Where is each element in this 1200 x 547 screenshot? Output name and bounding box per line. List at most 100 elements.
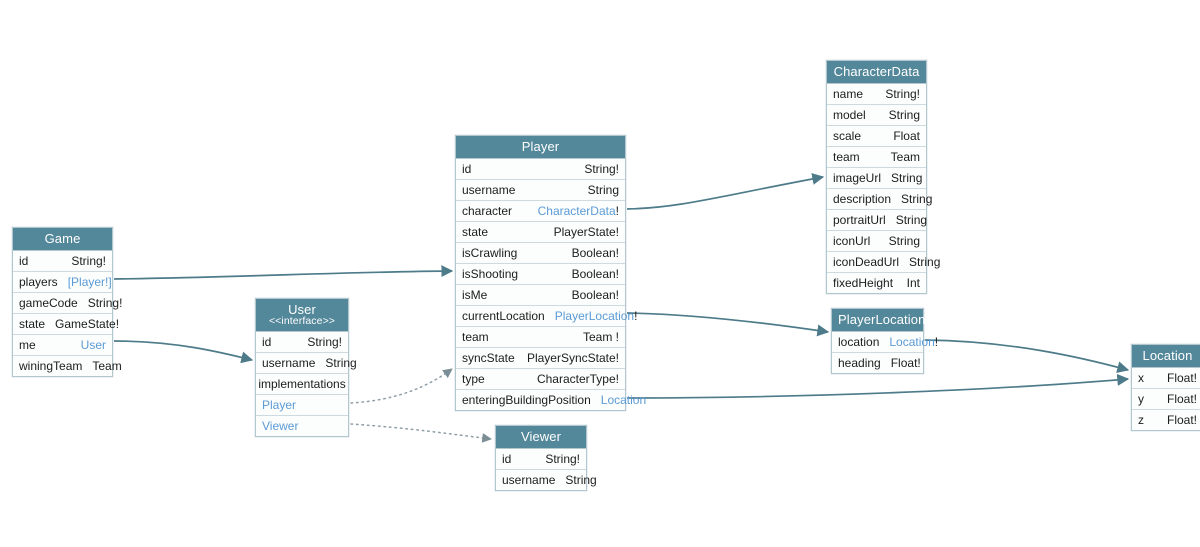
- field-name: fixedHeight: [833, 275, 894, 290]
- table-row[interactable]: id String!: [496, 449, 586, 470]
- table-row[interactable]: scale Float: [827, 126, 926, 147]
- table-row[interactable]: x Float!: [1132, 368, 1200, 389]
- field-name: type: [462, 371, 485, 386]
- table-row[interactable]: id String!: [256, 332, 348, 353]
- field-type-link[interactable]: Location: [889, 334, 935, 349]
- entity-game[interactable]: Game id String! players [Player!] gameCo…: [12, 227, 122, 377]
- field-name: team: [833, 149, 860, 164]
- field-type: Boolean!: [571, 245, 619, 260]
- entity-player-title: Player: [456, 136, 625, 159]
- field-name: z: [1138, 412, 1144, 427]
- table-row[interactable]: z Float!: [1132, 410, 1200, 430]
- table-row[interactable]: iconDeadUrl String: [827, 252, 940, 273]
- field-type-link[interactable]: [Player!]: [67, 274, 112, 289]
- field-type: PlayerSyncState!: [526, 350, 619, 365]
- field-type: Int: [906, 275, 920, 290]
- implementation-viewer[interactable]: Viewer: [256, 416, 348, 436]
- table-row[interactable]: y Float!: [1132, 389, 1200, 410]
- table-row[interactable]: state PlayerState!: [456, 222, 625, 243]
- field-type: Float: [893, 128, 920, 143]
- edge-game-players-to-player: [113, 265, 454, 280]
- table-row[interactable]: id String!: [456, 159, 625, 180]
- table-row[interactable]: gameCode String!: [13, 293, 122, 314]
- entity-viewer[interactable]: Viewer id String! username String: [495, 425, 597, 491]
- implementation-name[interactable]: Player: [262, 397, 297, 412]
- table-row[interactable]: type CharacterType!: [456, 369, 625, 390]
- entity-player[interactable]: Player id String! username String charac…: [455, 135, 646, 411]
- field-name: x: [1138, 370, 1144, 385]
- table-row[interactable]: portraitUrl String: [827, 210, 928, 231]
- entity-location-title: Location: [1132, 345, 1200, 368]
- table-row[interactable]: character CharacterData!: [456, 201, 625, 222]
- field-type-link[interactable]: PlayerLocation: [554, 308, 635, 323]
- table-row[interactable]: team Team: [827, 147, 926, 168]
- table-row[interactable]: team Team !: [456, 327, 625, 348]
- table-row[interactable]: heading Float!: [832, 353, 923, 373]
- table-row[interactable]: username String: [456, 180, 625, 201]
- table-row[interactable]: me User: [13, 335, 112, 356]
- field-name: model: [833, 107, 866, 122]
- field-type: String!: [885, 86, 920, 101]
- table-row[interactable]: syncState PlayerSyncState!: [456, 348, 625, 369]
- table-row[interactable]: isMe Boolean!: [456, 285, 625, 306]
- field-type: Float!: [1166, 412, 1197, 427]
- implementation-player[interactable]: Player: [256, 395, 348, 416]
- field-name: username: [502, 472, 556, 487]
- entity-characterdata[interactable]: CharacterData name String! model String …: [826, 60, 940, 294]
- field-name: heading: [838, 355, 881, 370]
- table-row[interactable]: fixedHeight Int: [827, 273, 926, 293]
- field-name: name: [833, 86, 864, 101]
- edge-user-implements-viewer: [350, 423, 492, 443]
- field-type-link[interactable]: User: [80, 337, 106, 352]
- implementation-name[interactable]: Viewer: [262, 418, 299, 433]
- field-name: me: [19, 337, 36, 352]
- field-type: Location!: [879, 334, 938, 349]
- table-row[interactable]: model String: [827, 105, 926, 126]
- table-row[interactable]: state GameState!: [13, 314, 119, 335]
- field-name: username: [462, 182, 516, 197]
- field-type-link[interactable]: CharacterData: [537, 203, 616, 218]
- table-row[interactable]: description String: [827, 189, 932, 210]
- field-name: y: [1138, 391, 1144, 406]
- field-name: scale: [833, 128, 862, 143]
- table-row[interactable]: username String: [256, 353, 357, 374]
- field-type: PlayerLocation!: [545, 308, 638, 323]
- table-row[interactable]: currentLocation PlayerLocation!: [456, 306, 637, 327]
- table-row[interactable]: players [Player!]: [13, 272, 112, 293]
- entity-game-title: Game: [13, 228, 112, 251]
- table-row[interactable]: isCrawling Boolean!: [456, 243, 625, 264]
- field-name: syncState: [462, 350, 515, 365]
- table-row[interactable]: enteringBuildingPosition Location: [456, 390, 646, 410]
- edge-player-currentlocation-to-playerlocation: [626, 312, 830, 337]
- field-name: location: [838, 334, 880, 349]
- field-type: String: [895, 212, 928, 227]
- field-name: winingTeam: [19, 358, 83, 373]
- edge-game-me-to-user: [113, 340, 254, 364]
- field-type: String!: [87, 295, 123, 310]
- implementations-label: implementations: [258, 376, 346, 391]
- field-name: players: [19, 274, 58, 289]
- edge-user-implements-player: [350, 368, 453, 404]
- table-row[interactable]: location Location!: [832, 332, 938, 353]
- table-row[interactable]: name String!: [827, 84, 926, 105]
- field-name: enteringBuildingPosition: [462, 392, 591, 407]
- field-type: Boolean!: [571, 287, 619, 302]
- field-type-link[interactable]: Location: [600, 392, 647, 407]
- table-row[interactable]: winingTeam Team: [13, 356, 122, 376]
- field-name: id: [262, 334, 272, 349]
- field-type: Team !: [582, 329, 619, 344]
- entity-user[interactable]: User <<interface>> id String! username S…: [255, 298, 357, 437]
- entity-location[interactable]: Location x Float! y Float! z Float!: [1131, 344, 1200, 431]
- field-name: id: [19, 253, 29, 268]
- entity-playerlocation-title: PlayerLocation: [832, 309, 925, 332]
- table-row[interactable]: imageUrl String: [827, 168, 926, 189]
- table-row[interactable]: id String!: [13, 251, 112, 272]
- table-row[interactable]: isShooting Boolean!: [456, 264, 625, 285]
- field-type: String!: [545, 451, 580, 466]
- field-name: imageUrl: [833, 170, 882, 185]
- entity-playerlocation[interactable]: PlayerLocation location Location! headin…: [831, 308, 938, 374]
- table-row[interactable]: iconUrl String: [827, 231, 926, 252]
- non-null-marker: !: [615, 203, 619, 218]
- table-row[interactable]: username String: [496, 470, 597, 490]
- field-name: team: [462, 329, 489, 344]
